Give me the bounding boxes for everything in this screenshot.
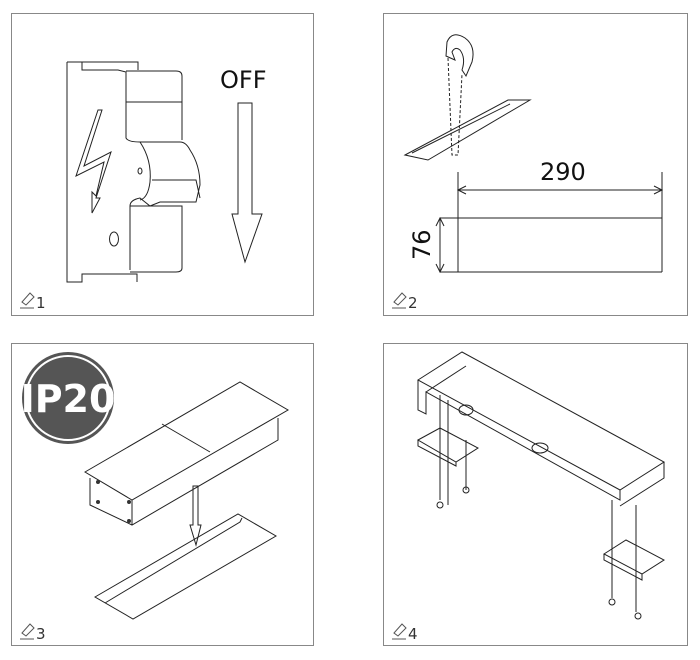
lightning-bolt-icon — [75, 109, 112, 214]
luminaire-box — [84, 381, 289, 526]
saw-icon — [445, 34, 474, 156]
step-marker-3: 3 — [20, 623, 46, 643]
svg-text:2: 2 — [408, 294, 418, 312]
down-arrow-icon — [231, 102, 263, 264]
luminaire-with-brackets — [416, 351, 665, 620]
ceiling-cutout — [94, 513, 277, 620]
step-marker-1: 1 — [20, 292, 46, 312]
ip20-badge: IP20 — [21, 352, 116, 444]
svg-text:IP20: IP20 — [21, 377, 116, 421]
height-dimension: 76 — [408, 216, 445, 274]
step-marker-4: 4 — [392, 623, 418, 643]
panel-step-3: IP20 3 — [11, 343, 314, 646]
ceiling-cutout — [403, 99, 532, 161]
circuit-breaker-illustration — [66, 61, 201, 283]
svg-text:1: 1 — [36, 294, 46, 312]
step-marker-2: 2 — [392, 292, 418, 312]
svg-text:3: 3 — [36, 625, 46, 643]
svg-text:290: 290 — [540, 158, 586, 186]
panel-step-2: 290 76 2 — [383, 13, 688, 316]
width-dimension: 290 — [456, 158, 664, 272]
panel-step-1: OFF 1 — [11, 13, 314, 316]
panel-step-4: 4 — [383, 343, 688, 646]
svg-text:76: 76 — [408, 229, 436, 260]
off-label: OFF — [220, 66, 267, 94]
svg-text:4: 4 — [408, 625, 418, 643]
down-arrow-icon — [189, 485, 202, 547]
